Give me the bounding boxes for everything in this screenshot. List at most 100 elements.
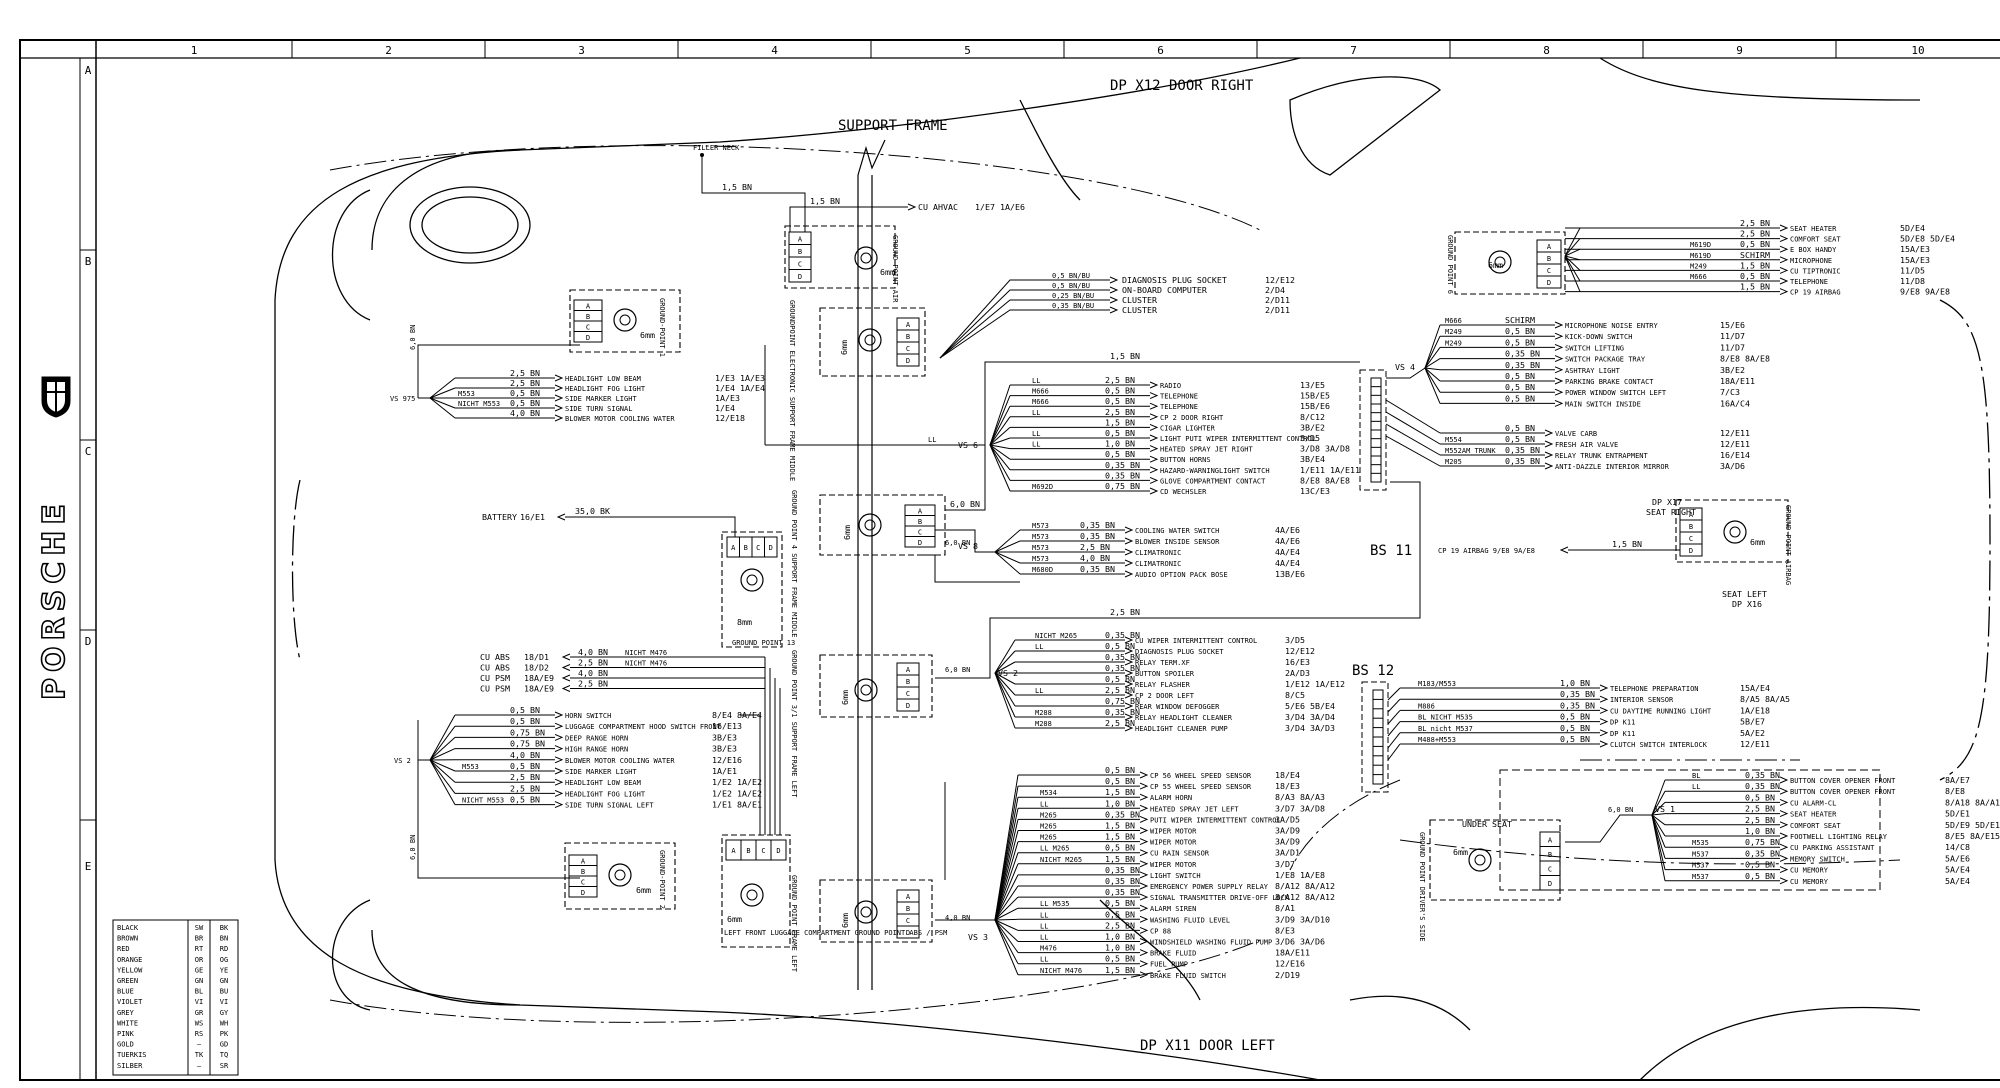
ground-pin-letter: A bbox=[906, 666, 911, 674]
option-code: M554 bbox=[1445, 436, 1462, 444]
component-name: CU TIPTRONIC bbox=[1790, 267, 1841, 275]
wire-arrow-icon bbox=[554, 778, 564, 786]
splice-fan bbox=[994, 919, 1019, 975]
option-code: M265 bbox=[1040, 823, 1057, 831]
page-ref: 12/E11 bbox=[1720, 439, 1750, 449]
drawing-frame bbox=[19, 39, 2000, 1081]
component-name: CLUTCH SWITCH INTERLOCK bbox=[1610, 741, 1708, 749]
wire-arrow-icon bbox=[1124, 669, 1134, 677]
wire-arrow-icon bbox=[554, 789, 564, 797]
wire-arrow-icon bbox=[1779, 877, 1789, 885]
component-name: ANTI-DAZZLE INTERIOR MIRROR bbox=[1555, 463, 1670, 471]
legend-color-name: BLACK bbox=[117, 924, 139, 932]
option-code: M619D bbox=[1690, 241, 1711, 249]
option-code: M534 bbox=[1040, 789, 1057, 797]
page-ref: 11/D7 bbox=[1720, 342, 1745, 352]
component-name: CP 2 DOOR LEFT bbox=[1135, 692, 1195, 700]
ground-pin-letter: C bbox=[918, 528, 922, 536]
wire-spec: 6,0 BN bbox=[409, 835, 417, 860]
wire-spec: 0,35 BN/BU bbox=[1052, 302, 1094, 310]
page-ref: 1/E8 1A/E8 bbox=[1275, 870, 1325, 880]
wire-spec: 0,5 BN bbox=[1105, 776, 1135, 786]
component-name: BUTTON SPOILER bbox=[1135, 670, 1195, 678]
wire-spec: 1,5 BN bbox=[1740, 260, 1770, 270]
component-name: CLIMATRONIC bbox=[1135, 560, 1181, 568]
page-ref: 13/E5 bbox=[1300, 380, 1325, 390]
component-name: BUTTON HORNS bbox=[1160, 456, 1211, 464]
wire-spec: 2,5 BN bbox=[1105, 920, 1135, 930]
ground-size: 6mm bbox=[1750, 537, 1765, 547]
page-ref: 16A/C4 bbox=[1720, 398, 1750, 408]
wire-spec: 6,0 BN bbox=[1608, 806, 1633, 814]
component-name: CLUSTER bbox=[1122, 305, 1157, 315]
component-name: CP 19 AIRBAG 9/E8 9A/E8 bbox=[1438, 547, 1535, 555]
page-ref: 8/A5 8A/A5 bbox=[1740, 694, 1790, 704]
legend-de-code: OR bbox=[195, 956, 204, 964]
wire-arrow-icon bbox=[1139, 860, 1149, 868]
ground-pin-letter: B bbox=[744, 544, 748, 552]
wire-arrow-icon bbox=[1149, 413, 1159, 421]
page-ref: 3B/E3 bbox=[712, 732, 737, 742]
option-code: LL bbox=[1035, 643, 1043, 651]
splice-fan bbox=[429, 377, 456, 399]
splice-fan bbox=[994, 540, 1021, 553]
splice-fan bbox=[994, 830, 1019, 921]
wire-spec: 0,35 BN bbox=[1560, 700, 1595, 710]
wire-spec: 1,5 BN bbox=[810, 196, 840, 206]
ground-pin-letter: D bbox=[769, 544, 773, 552]
wire-spec: 2,5 BN bbox=[510, 368, 540, 378]
wire-spec: 2,5 BN bbox=[1745, 815, 1775, 825]
car-outline bbox=[274, 57, 1991, 1081]
legend-code: BN bbox=[220, 935, 228, 943]
ground-bolt-center bbox=[1494, 256, 1506, 268]
wire-arrow-icon bbox=[561, 685, 571, 692]
option-code: M553 bbox=[458, 390, 475, 398]
splice-fan bbox=[1387, 687, 1401, 701]
wire-arrow-icon bbox=[1124, 526, 1134, 534]
ground-pin-letter: C bbox=[906, 690, 910, 698]
grid-column-label: 1 bbox=[191, 44, 198, 57]
wire-spec: 0,5 BN bbox=[1105, 386, 1135, 396]
ground-label: GROUND-POINT AIRBAG bbox=[1784, 505, 1792, 585]
option-code: NICHT M265 bbox=[1035, 632, 1077, 640]
ground-label: GROUND POINT DRIVER'S SIDE bbox=[1418, 832, 1426, 942]
option-code: NICHT M476 bbox=[625, 649, 667, 657]
ground-pin-letter: C bbox=[586, 323, 590, 331]
page-ref: 16/E1 bbox=[520, 512, 545, 522]
splice-fan bbox=[994, 551, 1021, 564]
wire-spec: 1,0 BN bbox=[1105, 439, 1135, 449]
page-ref: 18A/E9 bbox=[524, 673, 554, 683]
page-ref: 1/E11 1A/E11 bbox=[1300, 465, 1360, 475]
wire-spec: 0,35 BN bbox=[1080, 564, 1115, 574]
grid-row-label: C bbox=[85, 445, 92, 458]
ground-pin-letter: D bbox=[586, 334, 590, 342]
wire-arrow-icon bbox=[1779, 235, 1789, 243]
page-ref: 5D/E1 bbox=[1945, 809, 1970, 819]
splice-fan bbox=[429, 387, 456, 399]
splice-fan bbox=[989, 427, 1011, 446]
splice-fan bbox=[1651, 779, 1666, 816]
wire-spec: 0,5 BN bbox=[1105, 428, 1135, 438]
wire-arrow-icon bbox=[1554, 332, 1564, 340]
wire-spec: 1,5 BN bbox=[722, 182, 752, 192]
brand-logo: PORSCHE bbox=[37, 498, 72, 700]
ground-bolt-icon bbox=[740, 568, 764, 592]
dp-x17-label: DP X17 bbox=[1652, 497, 1682, 507]
splice-fan bbox=[989, 444, 1011, 450]
wire-arrow-icon bbox=[1139, 971, 1149, 979]
wire-arrow-icon bbox=[554, 767, 564, 775]
legend-color-name: WHITE bbox=[117, 1019, 138, 1027]
wire bbox=[417, 720, 580, 879]
legend-de-code: VI bbox=[195, 998, 203, 1006]
page-ref: 1/E12 1A/E12 bbox=[1285, 679, 1345, 689]
splice-label: VS 2 bbox=[394, 757, 411, 765]
separation-plug bbox=[1361, 681, 1389, 793]
legend-code: GD bbox=[220, 1041, 228, 1049]
grid-column-label: 9 bbox=[1736, 44, 1743, 57]
page-ref: 11/D5 bbox=[1900, 265, 1925, 275]
page-ref: 3A/D1 bbox=[1275, 848, 1300, 858]
component-name: COOLING WATER SWITCH bbox=[1135, 527, 1219, 535]
separation-plug-frame bbox=[1361, 681, 1389, 793]
